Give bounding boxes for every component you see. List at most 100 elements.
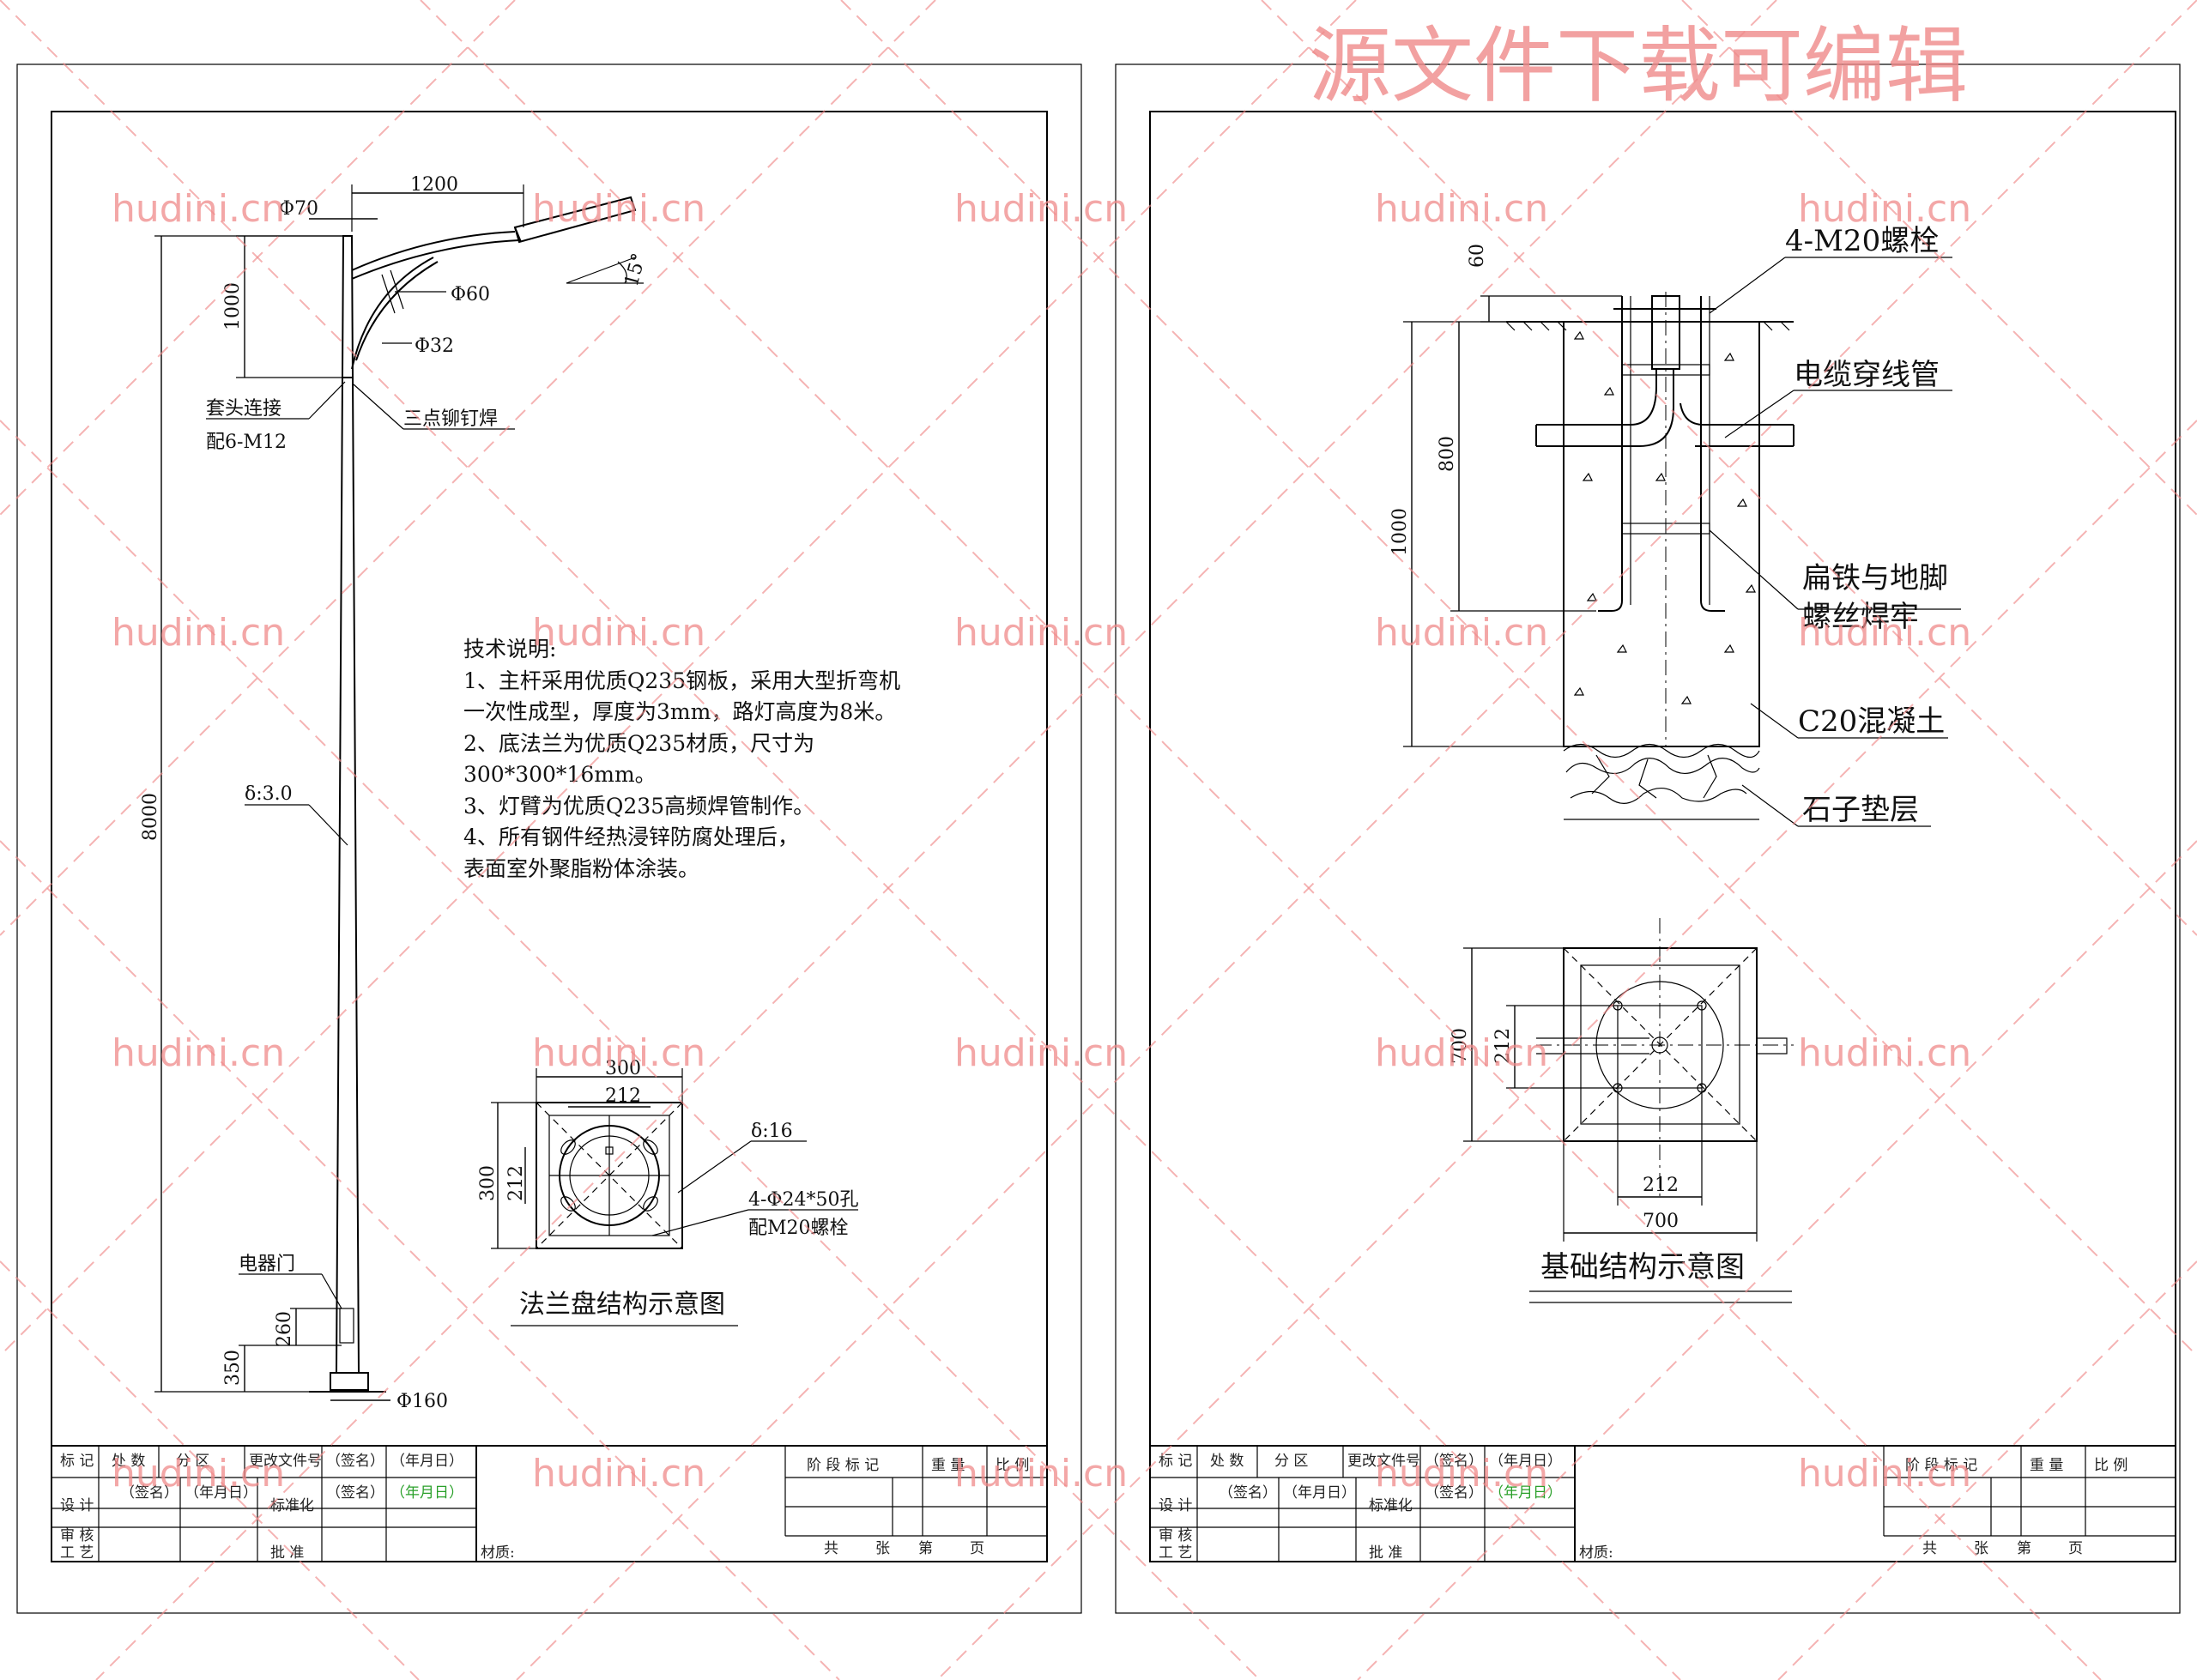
tb-right-design-sign: （签名）	[1219, 1484, 1277, 1502]
tb-right-design: 设 计	[1159, 1497, 1192, 1514]
dim-door-height: 350	[222, 1350, 244, 1386]
watermark-site: hudini.cn	[112, 1452, 285, 1496]
dim-top-dia: Φ70	[279, 198, 318, 220]
tb-left-mark: 标 记	[60, 1453, 94, 1470]
label-door: 电器门	[239, 1254, 295, 1275]
flange-dim-side-inner: 212	[505, 1165, 527, 1201]
watermark-site: hudini.cn	[112, 1031, 285, 1075]
watermark-site: hudini.cn	[954, 1452, 1128, 1496]
dim-arm-length: 1200	[410, 174, 458, 196]
flange-plate-plan: 300 212 300 212 δ:16 4-Φ24*50孔 配M20螺栓 法兰…	[477, 1058, 858, 1326]
tb-left-design: 设 计	[60, 1497, 94, 1514]
tb-left-material: 材质:	[481, 1544, 515, 1562]
watermark-site: hudini.cn	[112, 611, 285, 655]
notes-title: 技术说明:	[463, 637, 556, 662]
label-weld-2: 螺丝焊牢	[1802, 600, 1919, 634]
notes-line-3: 2、底法兰为优质Q235材质，尺寸为	[463, 731, 814, 756]
tb-left-design-sign: （签名）	[120, 1484, 179, 1502]
tb-right-material: 材质:	[1579, 1544, 1613, 1562]
dim-foundation-depth: 1000	[1389, 508, 1411, 556]
tb-right-page: 页	[2068, 1540, 2083, 1557]
tb-right-zone: 分 区	[1274, 1453, 1308, 1470]
flange-dim-inner: 212	[605, 1085, 641, 1107]
tb-right-sign: （签名）	[1425, 1453, 1483, 1470]
tb-right-review: 审 核	[1159, 1527, 1192, 1544]
notes-line-5: 3、灯臂为优质Q235高频焊管制作。	[463, 794, 814, 819]
watermark-text: 源文件下载可编辑 hudini.cn hudini.cn hudini.cn h…	[112, 18, 1971, 1496]
flange-dim-thickness: δ:16	[751, 1121, 793, 1142]
pole-elevation	[309, 196, 644, 1393]
watermark-site: hudini.cn	[112, 187, 285, 231]
dim-arm-pipe: Φ60	[451, 284, 490, 305]
tb-right-process: 工 艺	[1159, 1544, 1192, 1562]
title-block-right: 标 记 处 数 分 区 更改文件号 （签名） （年月日） 设 计 （签名） （年…	[1149, 1445, 2176, 1562]
flange-caption: 法兰盘结构示意图	[519, 1290, 725, 1320]
watermark-site: hudini.cn	[1375, 1031, 1548, 1075]
tb-left-sheet: 张	[875, 1540, 890, 1557]
watermark-site: hudini.cn	[532, 187, 705, 231]
dim-height: 8000	[140, 793, 161, 841]
tb-left-process: 工 艺	[60, 1544, 94, 1562]
watermark-site: hudini.cn	[1375, 1452, 1548, 1496]
dim-thickness: δ:3.0	[245, 783, 293, 805]
flange-dim-outer: 300	[605, 1058, 641, 1079]
tb-right-std-date: （年月日）	[1489, 1484, 1562, 1502]
tb-left-std-date: （年月日）	[390, 1484, 463, 1502]
tb-right-approve: 批 准	[1369, 1544, 1402, 1562]
tb-left-count: 处 数	[112, 1453, 145, 1470]
watermark-site: hudini.cn	[954, 1031, 1128, 1075]
plan-caption: 基础结构示意图	[1540, 1250, 1745, 1284]
pole-dimensions: 1200 Φ70 1000 Φ60 Φ32 15° 套头连接 配6-M12 三点…	[140, 174, 651, 1412]
tb-right-total: 共	[1922, 1540, 1937, 1557]
tb-right-stage: 阶 段 标 记	[1905, 1457, 1977, 1474]
tb-right-count: 处 数	[1210, 1453, 1244, 1470]
watermark-site: hudini.cn	[1375, 187, 1548, 231]
label-anchor-bolts: 4-M20螺栓	[1785, 224, 1939, 258]
watermark-site: hudini.cn	[1798, 187, 1971, 231]
label-gravel: 石子垫层	[1802, 793, 1919, 827]
tb-left-zone: 分 区	[176, 1453, 209, 1470]
plan-dim-bottom-outer: 700	[1643, 1211, 1679, 1232]
plan-dim-bolt-spacing: 212	[1492, 1028, 1514, 1064]
flange-label-holes: 4-Φ24*50孔	[748, 1189, 858, 1211]
tb-right-standard: 标准化	[1369, 1497, 1413, 1514]
watermark-site: hudini.cn	[1798, 1031, 1971, 1075]
label-cable-conduit: 电缆穿线管	[1794, 358, 1940, 392]
tb-right-change-doc: 更改文件号	[1347, 1453, 1420, 1470]
flange-label-bolts: 配M20螺栓	[748, 1218, 849, 1239]
notes-line-6: 4、所有钢件经热浸锌防腐处理后，	[463, 825, 799, 849]
title-block-left: 标 记 处 数 分 区 更改文件号 （签名） （年月日） 设 计 （签名） （年…	[51, 1445, 1048, 1562]
tb-left-review: 审 核	[60, 1527, 94, 1544]
dim-door-len: 260	[274, 1311, 295, 1347]
tb-left-stage: 阶 段 标 记	[807, 1457, 879, 1474]
label-sleeve-bolts: 配6-M12	[206, 432, 287, 453]
technical-notes: 技术说明: 1、主杆采用优质Q235钢板，采用大型折弯机 一次性成型，厚度为3m…	[463, 637, 900, 881]
label-sleeve: 套头连接	[206, 398, 281, 420]
tb-left-weight: 重 量	[931, 1457, 965, 1474]
notes-line-7: 表面室外聚脂粉体涂装。	[463, 856, 699, 881]
flange-dim-side-outer: 300	[477, 1165, 499, 1201]
foundation-section: 60 800 1000 4-M20螺栓 电缆穿线管 扁铁与地脚 螺丝焊牢 C20…	[1389, 224, 1961, 827]
tb-right-date: （年月日）	[1489, 1453, 1562, 1470]
dim-arm-rise: 1000	[222, 282, 244, 330]
right-sheet-frame	[1115, 63, 2181, 1614]
label-weld-1: 扁铁与地脚	[1802, 561, 1948, 595]
tb-left-std-sign: （签名）	[326, 1484, 384, 1502]
watermark-site: hudini.cn	[532, 1452, 705, 1496]
plan-dim-bottom-inner: 212	[1643, 1175, 1679, 1196]
tb-left-date: （年月日）	[390, 1453, 463, 1470]
tb-left-design-date: （年月日）	[185, 1484, 257, 1502]
notes-line-4: 300*300*16mm。	[463, 762, 657, 787]
tb-left-page: 页	[970, 1540, 984, 1557]
dim-base-dia: Φ160	[396, 1391, 448, 1412]
tb-left-no: 第	[918, 1540, 933, 1557]
watermark-site: hudini.cn	[1798, 611, 1971, 655]
label-concrete: C20混凝土	[1798, 704, 1945, 739]
dim-bolt-protrude: 60	[1467, 244, 1488, 268]
tb-left-approve: 批 准	[270, 1544, 304, 1562]
dim-angle: 15°	[621, 251, 651, 288]
tb-left-scale: 比 例	[996, 1457, 1029, 1474]
tb-right-scale: 比 例	[2094, 1457, 2127, 1474]
watermark-site: hudini.cn	[1798, 1452, 1971, 1496]
